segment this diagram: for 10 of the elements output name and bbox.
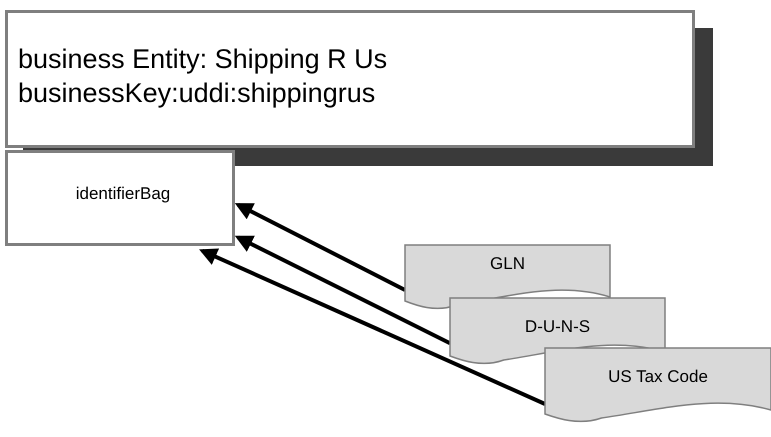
- bag-label: identifierBag: [74, 183, 172, 204]
- entity-box: [5, 10, 695, 148]
- identifier-bag-box: [5, 150, 235, 246]
- identifier-label: GLN: [489, 253, 526, 274]
- identifier-label: US Tax Code: [607, 366, 709, 388]
- arrow: [199, 248, 546, 406]
- arrow: [234, 202, 406, 292]
- arrow: [234, 236, 451, 346]
- entity-label: business Entity: Shipping R Us businessKey:uddi:shippingrus: [18, 43, 388, 110]
- identifier-label: D-U-N-S: [524, 316, 592, 338]
